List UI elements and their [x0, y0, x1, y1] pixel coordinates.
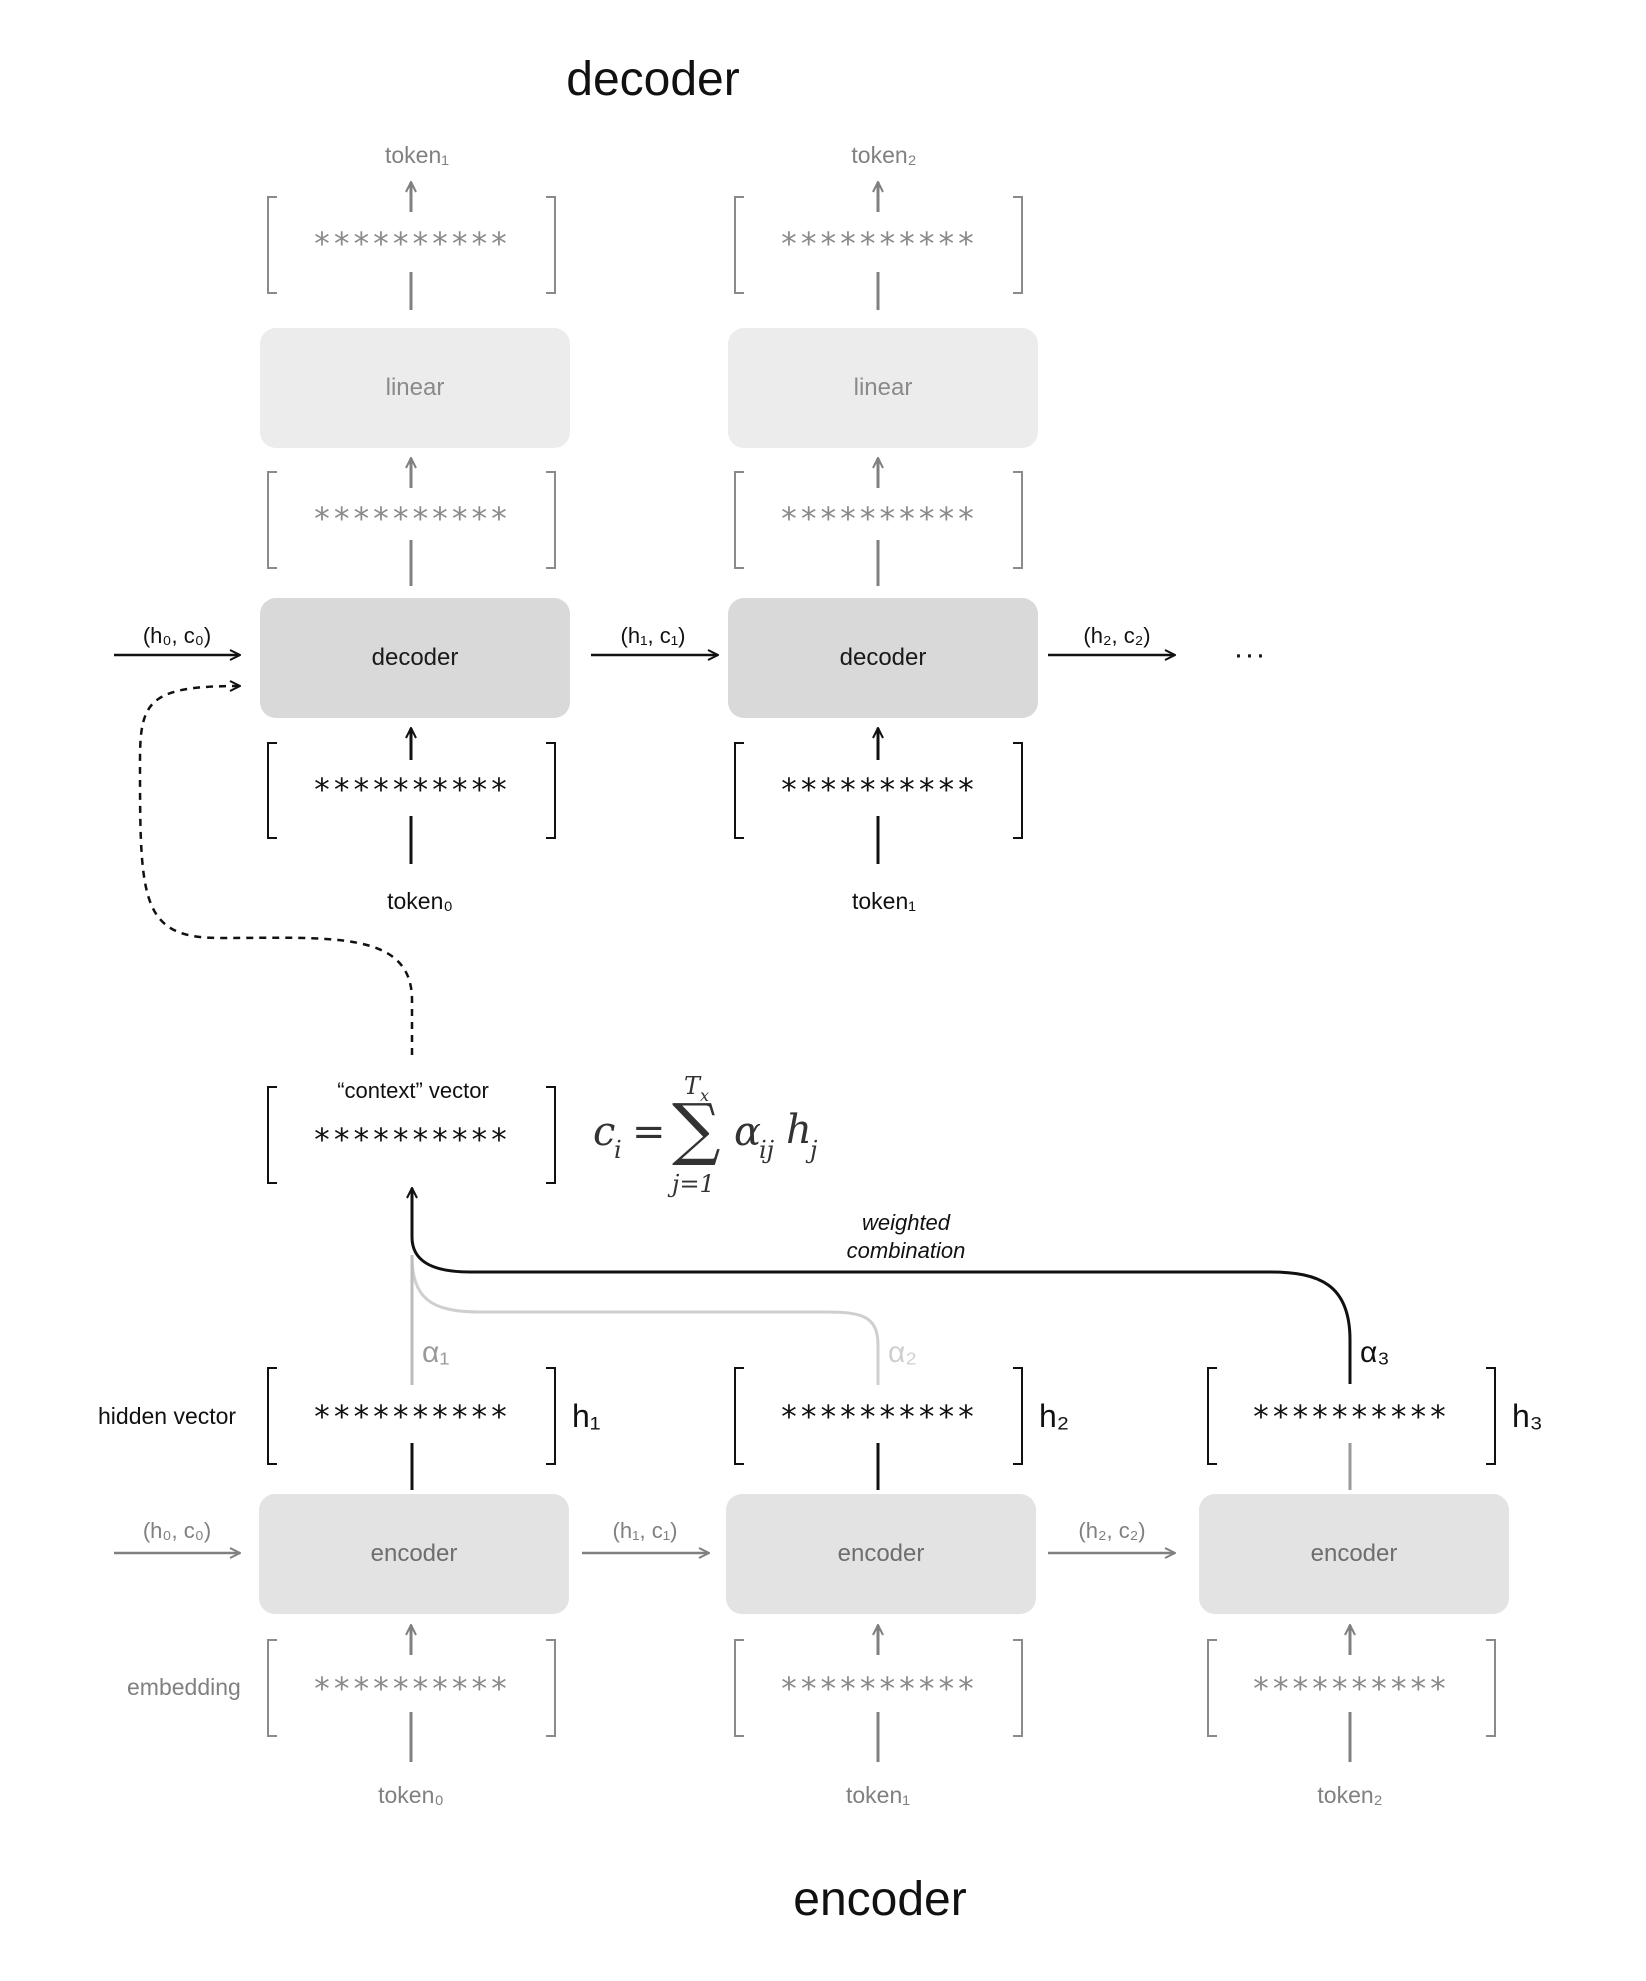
formula-lower: j=1 [672, 1170, 715, 1198]
context-to-decoder-dashed-arrow [138, 686, 414, 1055]
encoder-block-2: encoder [726, 1494, 1036, 1614]
encoder-embedding-brackets [267, 1639, 1496, 1737]
formula-lhs-sub: i [614, 1136, 622, 1164]
encoder-block-3: encoder [1199, 1494, 1509, 1614]
encoder-input-token-1: token₁ [845, 1782, 911, 1808]
encoder-input-token-0: token₀ [378, 1782, 444, 1808]
decoder-hidden-vector-1: ********** [312, 501, 510, 538]
decoder-state-label-1: (h₁, c₁) [620, 623, 686, 648]
encoder-embedding-connectors [411, 1625, 1350, 1762]
encoder-hidden-vector-3: ********** [1251, 1399, 1449, 1436]
hidden-name-2: h₂ [1039, 1398, 1070, 1434]
decoder-continuation-ellipsis: ··· [1233, 638, 1267, 671]
hidden-name-1: h₁ [572, 1398, 601, 1434]
alpha-1: α₁ [422, 1336, 450, 1369]
decoder-output-token-2: token₂ [851, 142, 917, 168]
encoder-hidden-vector-brackets [267, 1367, 1496, 1465]
encoder-embedding-vector-2: ********** [779, 1671, 977, 1708]
encoder-block-1: encoder [259, 1494, 569, 1614]
encoder-state-label-0: (h₀, c₀) [142, 1518, 212, 1543]
formula-h: h [786, 1107, 812, 1153]
decoder-output-vector-1: ********** [312, 226, 510, 263]
encoder-state-label-1: (h₁, c₁) [612, 1518, 678, 1543]
decoder-hidden-vector-2: ********** [779, 501, 977, 538]
decoder-input-vector-1: ********** [312, 772, 510, 809]
decoder-title: decoder [566, 53, 740, 106]
encoder-state-label-2: (h₂, c₂) [1078, 1518, 1146, 1543]
formula-equals: = [632, 1109, 666, 1155]
formula-h-sub: j [810, 1136, 818, 1164]
decoder-input-vector-2: ********** [779, 772, 977, 809]
weighted-combination-caption-line1: weighted [861, 1210, 951, 1235]
alpha-3: α₃ [1360, 1336, 1390, 1369]
decoder-output-vector-brackets [267, 196, 1023, 569]
weighted-combination-caption-line2: combination [846, 1238, 966, 1263]
encoder-hidden-vector-2: ********** [779, 1399, 977, 1436]
decoder-output-vector-2: ********** [779, 226, 977, 263]
decoder-state-label-0: (h₀, c₀) [142, 623, 212, 648]
context-vector: ********** [312, 1122, 510, 1159]
formula-upper-sub: x [700, 1086, 710, 1105]
decoder-input-token-0: token₀ [387, 888, 453, 914]
formula-alpha-sub: ij [759, 1136, 775, 1164]
decoder-input-token-1: token₁ [851, 888, 917, 914]
formula-sum: ∑ [672, 1090, 721, 1169]
decoder-block-2: decoder [728, 598, 1038, 718]
encoder-title: encoder [793, 1873, 967, 1926]
decoder-block-1: decoder [260, 598, 570, 718]
context-vector-brackets [267, 1086, 556, 1184]
decoder-state-label-2: (h₂, c₂) [1083, 623, 1151, 648]
attention-paths [412, 1188, 1352, 1385]
linear-layer-2: linear [728, 328, 1038, 448]
embedding-label: embedding [127, 1674, 241, 1700]
encoder-embedding-vector-1: ********** [312, 1671, 510, 1708]
encoder-hidden-connectors [410, 1443, 1352, 1490]
decoder-output-token-1: token₁ [384, 142, 450, 168]
formula-alpha: α [734, 1109, 762, 1155]
hidden-vector-label: hidden vector [98, 1403, 237, 1429]
hidden-name-3: h₃ [1512, 1398, 1543, 1434]
encoder-hidden-vector-1: ********** [312, 1399, 510, 1436]
formula-upper: T [684, 1072, 701, 1100]
formula-lhs: c [593, 1109, 616, 1155]
encoder-embedding-vector-3: ********** [1251, 1671, 1449, 1708]
linear-layer-1: linear [260, 328, 570, 448]
context-vector-label: “context” vector [337, 1078, 489, 1103]
alpha-2: α₂ [888, 1336, 917, 1369]
decoder-input-vector-brackets [267, 742, 1023, 839]
encoder-input-token-2: token₂ [1317, 1782, 1383, 1808]
